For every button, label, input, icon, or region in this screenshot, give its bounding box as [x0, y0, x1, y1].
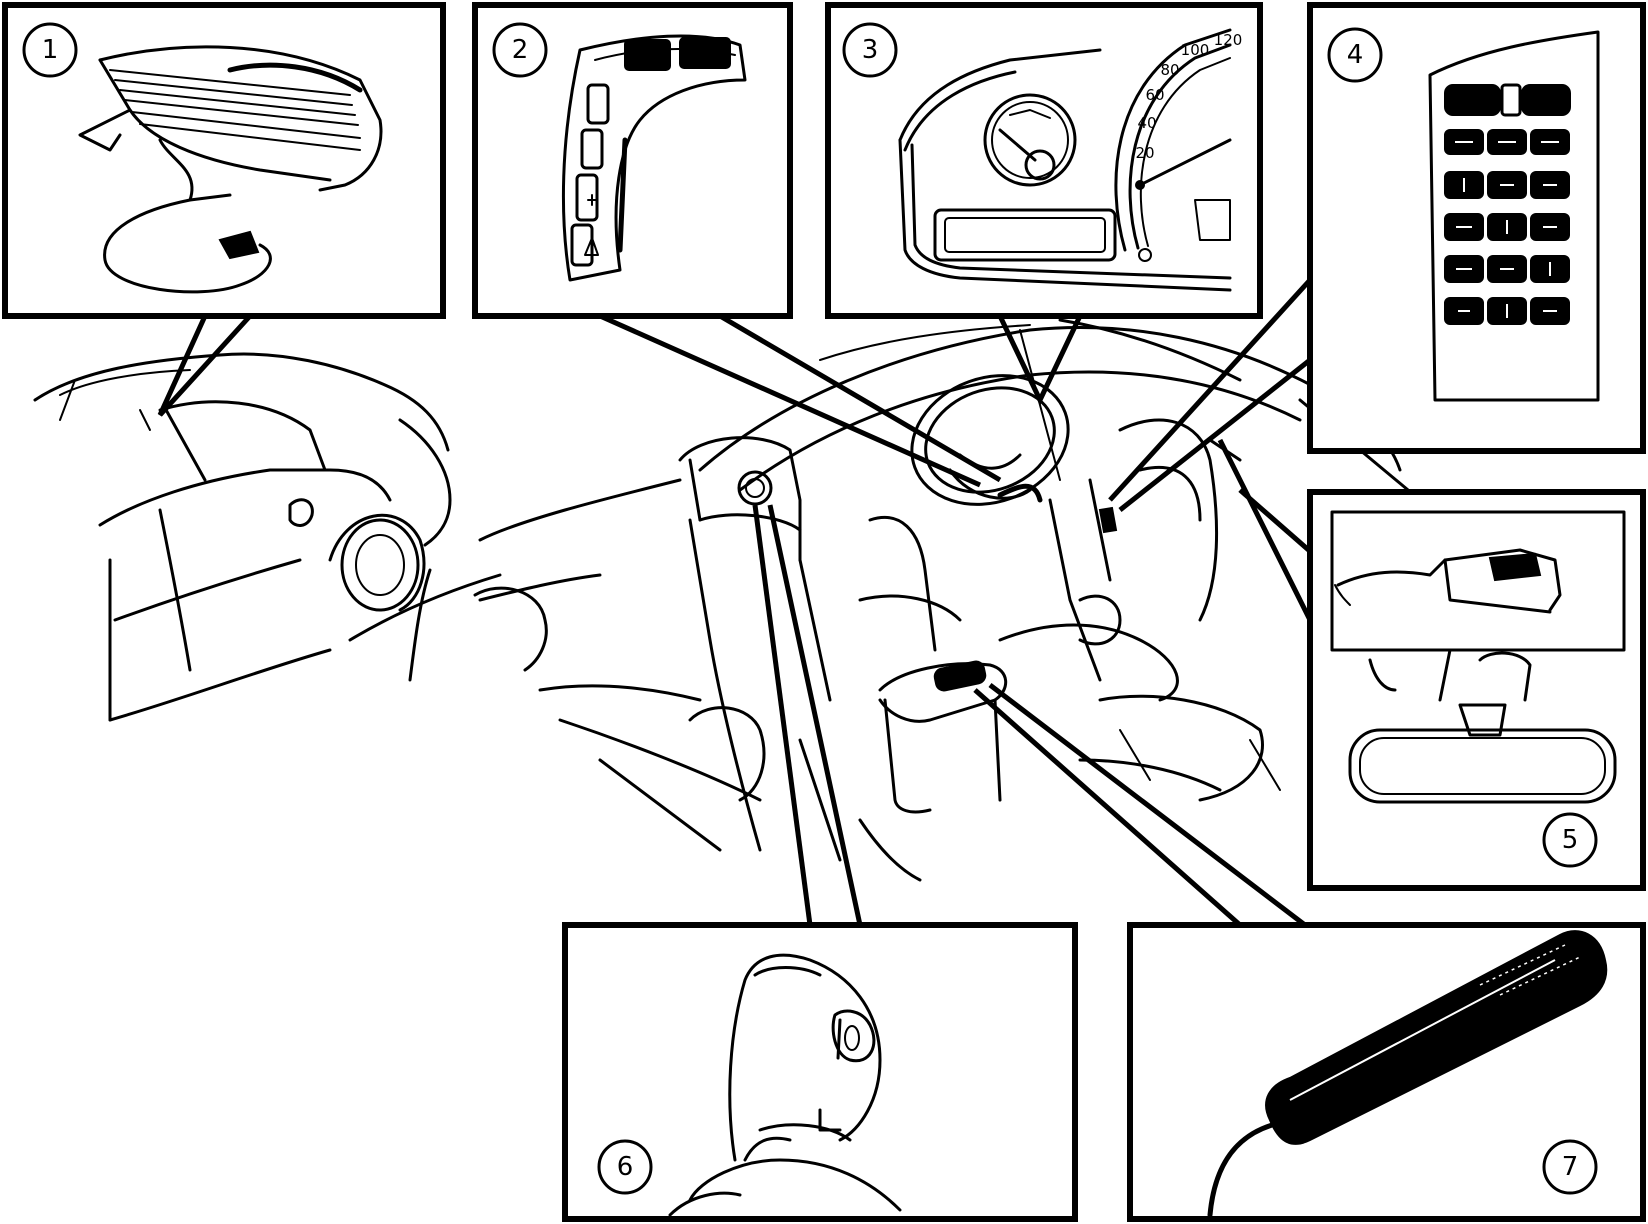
keypad-display-left — [1444, 84, 1501, 116]
info-display — [933, 208, 1117, 262]
speed-tick-120: 120 — [1214, 31, 1243, 49]
telephone-handset-illustration — [1207, 930, 1608, 1218]
callout-3-circle — [842, 22, 898, 78]
callout-3-label: 3 — [862, 35, 879, 65]
callout-5-badge: 5 — [1542, 812, 1598, 868]
mirror-module-inset — [1330, 510, 1626, 652]
callout-3-badge: 3 — [842, 22, 898, 78]
speed-tick-60: 60 — [1145, 86, 1164, 104]
leader-lines — [157, 278, 1323, 927]
keypad-display-right — [1521, 84, 1571, 116]
instrument-cluster-illustration: 20 40 60 80 100 120 — [898, 28, 1243, 292]
mirror-module-illustration — [1334, 548, 1617, 804]
callout-4-label: 4 — [1347, 40, 1364, 70]
button-3 — [575, 173, 599, 222]
button-2 — [580, 128, 604, 170]
car-exterior-front-view — [33, 352, 452, 722]
callout-7-circle — [1542, 1139, 1598, 1195]
callout-4-badge: 4 — [1327, 27, 1383, 83]
callout-7-label: 7 — [1562, 1152, 1579, 1182]
panel-7: 7 — [1127, 922, 1646, 1222]
speed-tick-20: 20 — [1135, 144, 1154, 162]
panel-6: 6 — [562, 922, 1078, 1222]
speed-tick-100: 100 — [1181, 41, 1210, 59]
callout-2-circle — [492, 22, 548, 78]
panel-5: 5 — [1307, 489, 1646, 891]
callout-6-label: 6 — [617, 1152, 634, 1182]
car-interior-cutaway — [348, 318, 1422, 882]
callout-7-badge: 7 — [1542, 1139, 1598, 1195]
callout-5-circle — [1542, 812, 1598, 868]
keypad-illustration — [1428, 30, 1600, 402]
callout-6-badge: 6 — [597, 1139, 653, 1195]
callout-6-circle — [597, 1139, 653, 1195]
steering-wheel-buttons-illustration — [561, 34, 747, 282]
panel-3: 20 40 60 80 100 120 3 — [825, 2, 1263, 319]
callout-1-badge: 1 — [22, 22, 78, 78]
panel-2: 2 — [472, 2, 793, 319]
button-4 — [570, 223, 594, 267]
callout-2-label: 2 — [512, 35, 529, 65]
callout-4-circle — [1327, 27, 1383, 83]
speed-tick-40: 40 — [1137, 114, 1156, 132]
callout-1-label: 1 — [42, 35, 59, 65]
callout-2-badge: 2 — [492, 22, 548, 78]
display-block-right — [679, 37, 731, 69]
rear-view-mirror — [1348, 728, 1617, 804]
speed-tick-80: 80 — [1160, 61, 1179, 79]
callout-1-circle — [22, 22, 78, 78]
light-strip-illustration — [78, 45, 383, 294]
speedometer: 20 40 60 80 100 120 — [1114, 28, 1243, 262]
temperature-gauge — [983, 93, 1077, 187]
keypad-display-center — [1500, 83, 1522, 117]
callout-5-label: 5 — [1562, 825, 1579, 855]
button-1 — [586, 83, 610, 125]
panel-4: 4 — [1307, 2, 1646, 454]
headrest-illustration — [668, 953, 902, 1217]
panel-1: 1 — [2, 2, 446, 319]
display-block-left — [624, 39, 671, 71]
